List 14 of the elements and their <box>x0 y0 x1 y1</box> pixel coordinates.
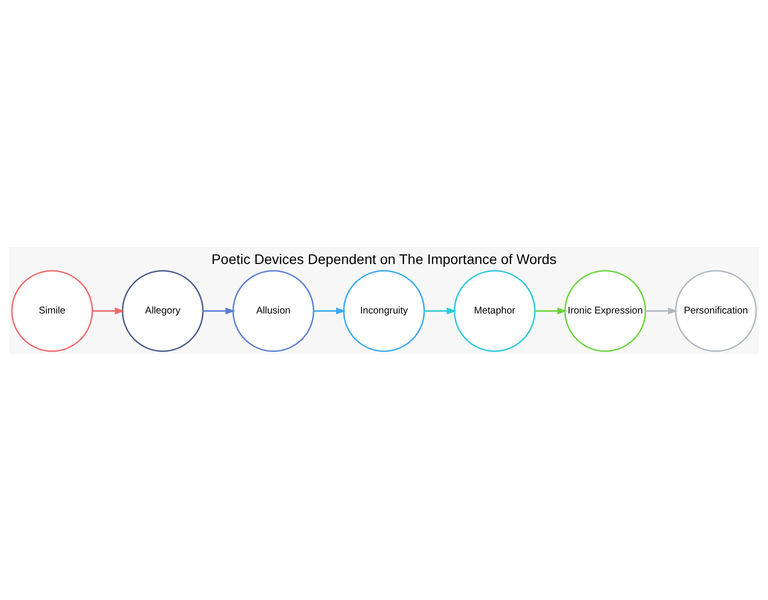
node-circle: Simile <box>11 270 93 352</box>
node-circle: Ironic Expression <box>564 270 646 352</box>
arrow <box>646 307 678 314</box>
node-circle: Personification <box>675 270 757 352</box>
arrow <box>92 307 125 314</box>
arrow <box>534 307 568 314</box>
node-circle: Incongruity <box>343 270 425 352</box>
arrow <box>314 307 346 314</box>
node-circle: Allusion <box>232 270 314 352</box>
diagram-title: Poetic Devices Dependent on The Importance of Words <box>211 250 557 266</box>
arrow <box>424 307 457 314</box>
arrow <box>202 307 236 314</box>
node-circle: Metaphor <box>454 270 536 352</box>
node-circle: Allegory <box>122 270 204 352</box>
